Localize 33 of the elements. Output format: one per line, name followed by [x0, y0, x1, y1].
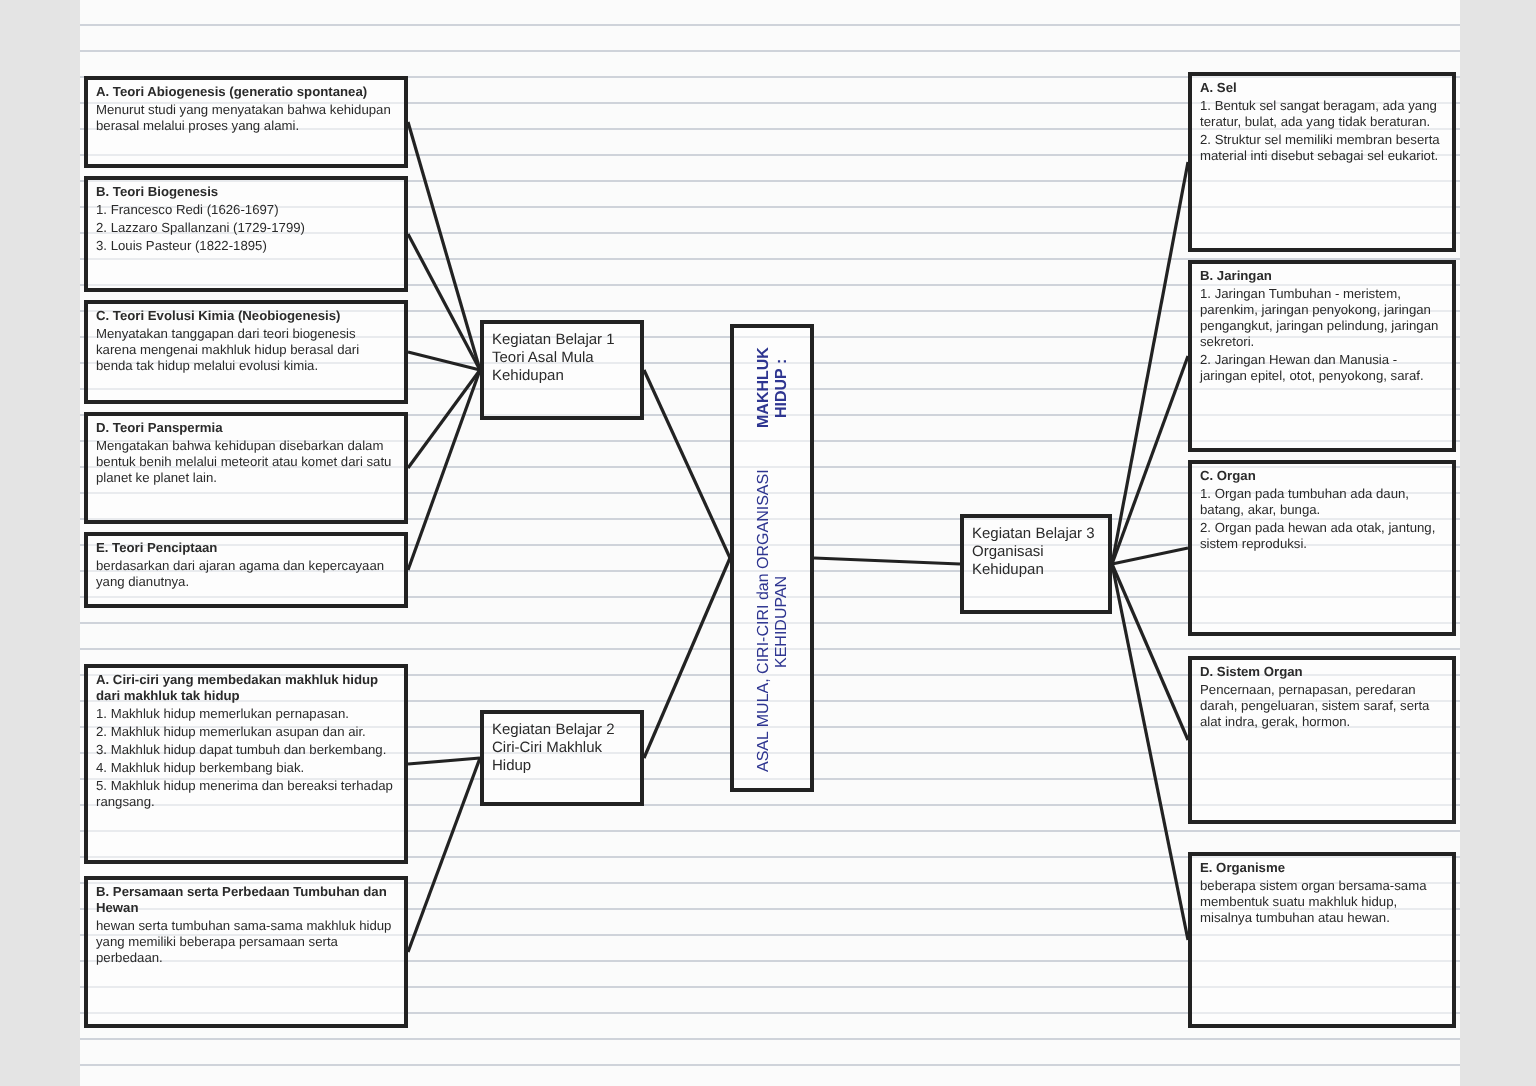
note-box — [84, 664, 408, 864]
note-box — [1188, 852, 1456, 1028]
connector-line — [406, 369, 482, 571]
connector-line — [1110, 563, 1190, 741]
connector-line — [1110, 161, 1190, 565]
connector-line — [407, 756, 481, 766]
connector-line — [1111, 546, 1189, 566]
note-box — [84, 876, 408, 1028]
connector-line — [642, 369, 732, 559]
connector-line — [1110, 563, 1190, 941]
main-title: MAKHLUK HIDUP : — [753, 345, 791, 433]
connector-line — [1110, 355, 1190, 565]
note-box — [1188, 656, 1456, 824]
note-box — [84, 532, 408, 608]
note-box — [1188, 460, 1456, 636]
topic-box — [480, 710, 644, 806]
note-box — [84, 300, 408, 404]
topic-box — [960, 514, 1112, 614]
connector-line — [406, 233, 482, 371]
note-box — [84, 412, 408, 524]
connector-line — [642, 557, 732, 759]
note-box — [84, 176, 408, 292]
connector-line — [407, 350, 481, 372]
note-box — [1188, 260, 1456, 452]
main-subtitle: ASAL MULA, CIRI-CIRI dan ORGANISASI KEHIDUPAN — [753, 468, 791, 777]
connector-line — [813, 556, 961, 566]
note-box — [84, 76, 408, 168]
main-topic-box — [730, 324, 814, 792]
note-box — [1188, 72, 1456, 252]
topic-box — [480, 320, 644, 420]
connector-line — [406, 369, 482, 469]
connector-line — [406, 757, 482, 953]
connector-line — [406, 121, 482, 371]
